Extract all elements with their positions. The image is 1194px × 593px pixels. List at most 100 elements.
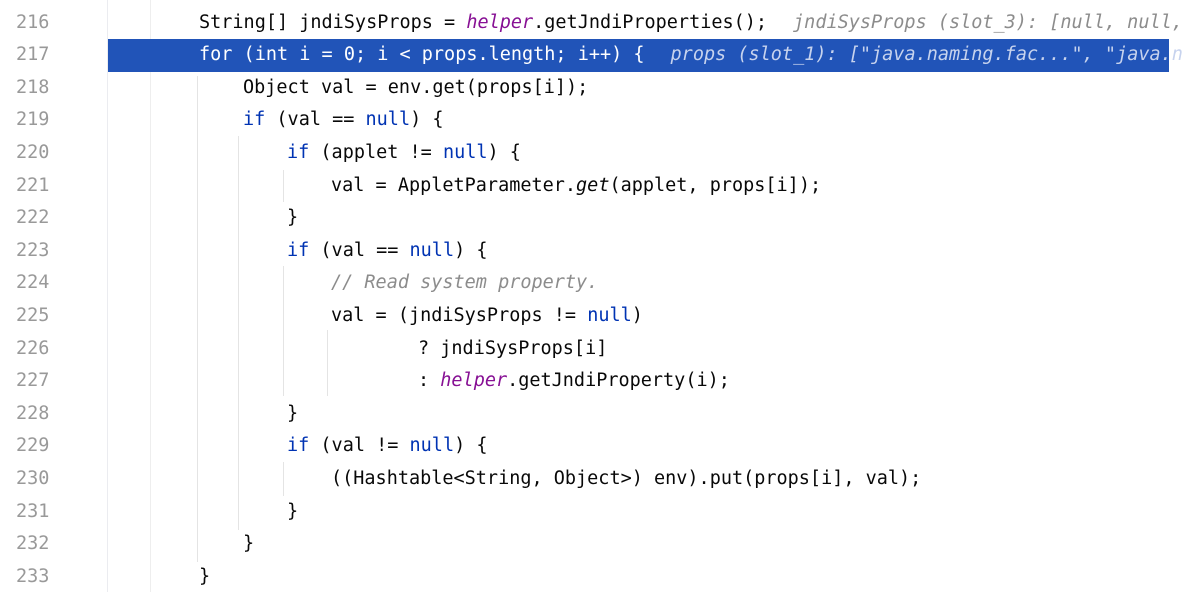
line-number[interactable]: 226 (16, 337, 50, 359)
line-number[interactable]: 217 (16, 44, 50, 66)
code-token: ) (631, 304, 643, 326)
code-token: (applet, props[i]); (609, 174, 822, 196)
code-token: if (243, 109, 266, 131)
code-text[interactable]: Object val = env.get(props[i]); (243, 72, 588, 105)
line-number[interactable]: 218 (16, 76, 50, 98)
code-line-220[interactable]: 220 if (applet != null) { (0, 137, 1169, 170)
line-number[interactable]: 231 (16, 500, 50, 522)
code-token: if (287, 141, 310, 163)
code-token: helper (466, 11, 534, 33)
line-number[interactable]: 227 (16, 370, 50, 392)
line-number[interactable]: 219 (16, 109, 50, 131)
line-number[interactable]: 225 (16, 304, 50, 326)
code-text[interactable]: } (199, 561, 210, 593)
indent-guide (283, 170, 284, 202)
code-text[interactable]: : helper.getJndiProperty(i); (418, 365, 730, 398)
code-token: ( (232, 44, 255, 66)
code-token: (val == (265, 109, 366, 131)
code-text[interactable]: if (applet != null) { (287, 137, 521, 170)
code-token: int (254, 44, 289, 66)
code-token: : (418, 370, 441, 392)
line-number[interactable]: 223 (16, 239, 50, 261)
code-line-231[interactable]: 231} (0, 496, 1169, 529)
line-number[interactable]: 228 (16, 402, 50, 424)
code-line-230[interactable]: 230 ((Hashtable<String, Object>) env).put… (0, 463, 1169, 496)
code-line-218[interactable]: 218 Object val = env.get(props[i]); (0, 72, 1169, 105)
code-token: } (199, 565, 211, 587)
code-text[interactable]: if (val == null) { (287, 235, 488, 268)
code-text[interactable]: // Read system property. (331, 267, 598, 300)
code-text[interactable]: String[] jndiSysProps = helper.getJndiPr… (199, 7, 1194, 40)
line-number[interactable]: 233 (16, 565, 50, 587)
code-token: null (442, 141, 488, 163)
code-token: } (243, 533, 255, 555)
code-token: get (576, 174, 610, 196)
code-text[interactable]: ((Hashtable<String, Object>) env).put(pr… (331, 463, 921, 496)
code-token: null (409, 435, 455, 457)
code-token: for (199, 44, 233, 66)
code-token: .getJndiProperties(); (533, 11, 768, 33)
code-token: ((Hashtable<String, Object>) env).put(pr… (331, 467, 922, 489)
code-token: ) { (487, 141, 521, 163)
code-token: (applet != (309, 141, 443, 163)
line-number[interactable]: 216 (16, 11, 50, 33)
indent-guide (197, 76, 198, 562)
line-number[interactable]: 229 (16, 435, 50, 457)
inline-debug-value-hint: jndiSysProps (slot_3): [null, null, (793, 11, 1194, 33)
code-token: ) { (454, 435, 488, 457)
code-line-226[interactable]: 226 ? jndiSysProps[i] (0, 333, 1169, 366)
code-token: helper (440, 370, 508, 392)
code-token: null (409, 239, 455, 261)
breakpoint-fold-column[interactable] (108, 0, 151, 592)
code-line-223[interactable]: 223 if (val == null) { (0, 235, 1169, 268)
code-line-228[interactable]: 228} (0, 398, 1169, 431)
code-text[interactable]: val = (jndiSysProps != null) (331, 300, 643, 333)
code-text[interactable]: if (val != null) { (287, 430, 488, 463)
code-token: val = AppletParameter. (331, 174, 577, 196)
code-token: } (287, 500, 299, 522)
code-line-221[interactable]: 221 val = AppletParameter.get(applet, pro… (0, 170, 1169, 203)
code-line-222[interactable]: 222} (0, 202, 1169, 235)
code-text[interactable]: } (287, 496, 298, 529)
code-token: val = (jndiSysProps != (331, 304, 588, 326)
line-number[interactable]: 221 (16, 174, 50, 196)
line-number[interactable]: 222 (16, 207, 50, 229)
line-number[interactable]: 224 (16, 272, 50, 294)
code-token: if (287, 435, 310, 457)
code-text[interactable]: if (val == null) { (243, 104, 444, 137)
code-text[interactable]: } (287, 398, 298, 431)
code-token: null (365, 109, 411, 131)
indent-guide (327, 330, 328, 396)
code-line-216[interactable]: 216 String[] jndiSysProps = helper.getJnd… (0, 7, 1183, 40)
code-text[interactable]: } (287, 202, 298, 235)
code-text[interactable]: ? jndiSysProps[i] (418, 333, 607, 366)
code-line-225[interactable]: 225 val = (jndiSysProps != null) (0, 300, 1169, 333)
code-text[interactable]: for (int i = 0; i < props.length; i++) {… (199, 39, 1183, 72)
code-line-232[interactable]: 232} (0, 528, 1169, 561)
code-token: (val == (309, 239, 410, 261)
code-line-217[interactable]: 217 for (int i = 0; i < props.length; i++… (0, 39, 1183, 72)
code-text[interactable]: val = AppletParameter.get(applet, props[… (331, 170, 821, 203)
inline-debug-value-hint: props (slot_1): ["java.naming.fac...", "… (670, 44, 1183, 66)
code-token: } (287, 207, 299, 229)
indent-guide (283, 462, 284, 496)
line-number[interactable]: 232 (16, 533, 50, 555)
code-token: String[] jndiSysProps = (199, 11, 467, 33)
code-text[interactable]: } (243, 528, 254, 561)
indent-guide (283, 266, 284, 396)
code-line-224[interactable]: 224 // Read system property. (0, 267, 1169, 300)
line-number[interactable]: 230 (16, 467, 50, 489)
code-line-233[interactable]: 233} (0, 561, 1169, 593)
code-token: ) { (454, 239, 488, 261)
code-token: ? jndiSysProps[i] (418, 337, 608, 359)
line-number[interactable]: 220 (16, 141, 50, 163)
code-token: } (287, 402, 299, 424)
line-number-gutter[interactable] (0, 0, 108, 592)
code-line-219[interactable]: 219 if (val == null) { (0, 104, 1169, 137)
execution-point-highlight (108, 39, 1169, 72)
code-line-229[interactable]: 229 if (val != null) { (0, 430, 1169, 463)
code-token: ) { (410, 109, 444, 131)
code-line-227[interactable]: 227 : helper.getJndiProperty(i); (0, 365, 1169, 398)
code-token: Object val = env.get(props[i]); (243, 76, 589, 98)
